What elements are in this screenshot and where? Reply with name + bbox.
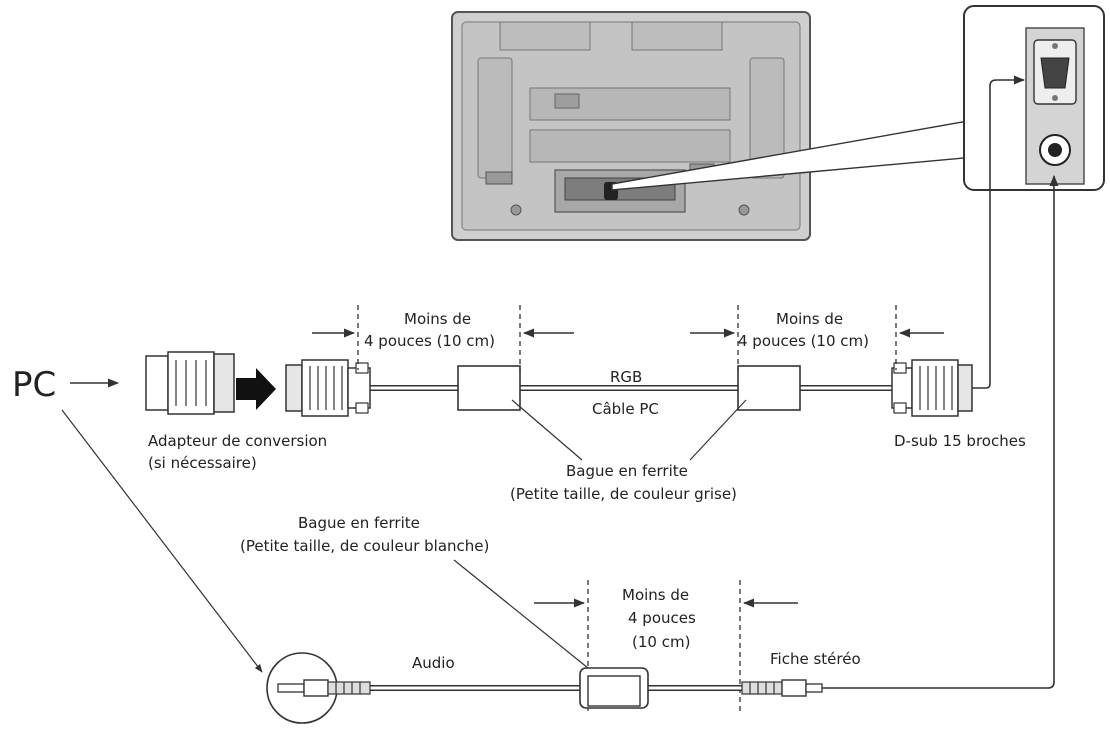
pc-label: PC: [12, 365, 56, 405]
conversion-adapter: [145, 351, 235, 415]
stereo-plug-label: Fiche stéréo: [770, 650, 861, 668]
ferrite-core-grey-left: [457, 365, 521, 411]
pc-to-audio-arrow: [61, 409, 263, 673]
distance-marker-left: [312, 305, 574, 370]
vga-connection-line: [972, 75, 1026, 389]
ferrite-grey-label-1: Bague en ferrite: [566, 462, 688, 480]
dsub-plug-right: [891, 359, 973, 417]
ferrite-core-white: [579, 667, 649, 709]
adapter-label-1: Adapteur de conversion: [148, 432, 327, 450]
audio-label: Audio: [412, 654, 455, 672]
stereo-plug-right: [741, 679, 823, 697]
ferrite-grey-leader-left: [511, 399, 583, 461]
ferrite-white-label-1: Bague en ferrite: [298, 514, 420, 532]
dsub-plug-left: [285, 359, 371, 417]
adapter-label-2: (si nécessaire): [148, 454, 257, 472]
tv-rear-panel: [451, 11, 811, 241]
distance-label-3a: Moins de: [622, 586, 689, 604]
distance-label-2a: Moins de: [776, 310, 843, 328]
distance-marker-right: [690, 305, 944, 370]
ferrite-white-label-2: (Petite taille, de couleur blanche): [240, 537, 489, 555]
dsub-label: D-sub 15 broches: [894, 432, 1026, 450]
ferrite-core-grey-right: [737, 365, 801, 411]
ferrite-grey-leader-right: [689, 399, 747, 461]
distance-label-2b: 4 pouces (10 cm): [738, 332, 869, 350]
rgb-label: RGB: [610, 368, 642, 386]
ferrite-grey-label-2: (Petite taille, de couleur grise): [510, 485, 737, 503]
distance-label-1a: Moins de: [404, 310, 471, 328]
distance-label-1b: 4 pouces (10 cm): [364, 332, 495, 350]
insert-arrow-icon: [236, 368, 276, 410]
distance-label-3b: 4 pouces: [628, 609, 696, 627]
stereo-plug-left: [277, 679, 371, 697]
pc-cable-label: Câble PC: [592, 400, 659, 418]
distance-label-3c: (10 cm): [632, 633, 690, 651]
terminal-inset: [963, 5, 1105, 191]
ferrite-white-leader: [453, 559, 589, 669]
audio-connection-line: [820, 174, 1059, 689]
